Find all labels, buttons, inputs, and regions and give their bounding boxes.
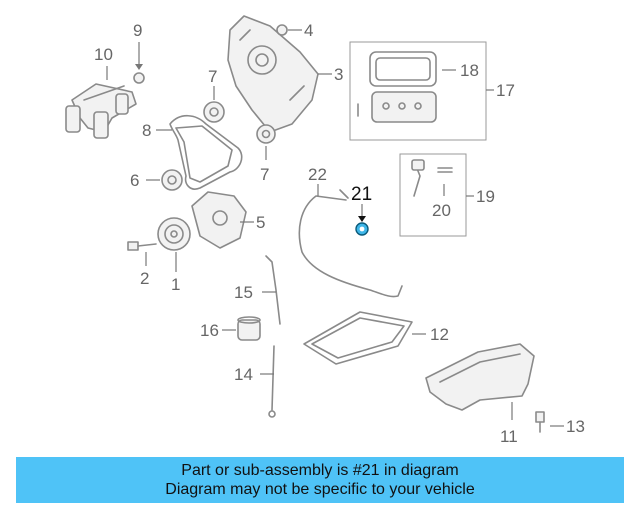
part-2-bolt: [127, 241, 157, 251]
part-4-washer: [276, 24, 288, 36]
part-13-drain-bolt: [535, 411, 545, 433]
part-19-group-frame: [399, 153, 467, 237]
callout-8: 8: [142, 121, 151, 140]
callout-14: 14: [234, 365, 253, 384]
part-20-seal: [437, 167, 453, 173]
part-19-tube: [411, 159, 425, 197]
part-18-gasket: [369, 51, 437, 87]
part-5-lower-cover: [191, 191, 247, 249]
parts-diagram: 10 9 3 4 7 7 8 6: [65, 15, 585, 446]
callout-18: 18: [460, 61, 479, 80]
callout-7-upper: 7: [208, 67, 217, 86]
part-3-timing-cover: [227, 15, 319, 133]
part-21-highlighted-sensor[interactable]: [355, 222, 369, 236]
info-banner: Part or sub-assembly is #21 in diagram D…: [16, 457, 624, 503]
banner-line-2: Diagram may not be specific to your vehi…: [165, 481, 475, 498]
callout-1: 1: [171, 275, 180, 294]
callout-20: 20: [432, 201, 451, 220]
callout-17: 17: [496, 81, 515, 100]
part-1-crank-pulley: [157, 217, 191, 251]
callout-6: 6: [130, 171, 139, 190]
part-valve-cover: [371, 91, 437, 123]
part-10-coil-assembly: [65, 83, 137, 139]
part-11-oil-pan: [425, 343, 535, 411]
callout-9: 9: [133, 21, 142, 40]
callout-3: 3: [334, 65, 343, 84]
callout-4: 4: [304, 21, 313, 40]
callout-12: 12: [430, 325, 449, 344]
part-16-oil-filter: [237, 316, 261, 341]
callout-16: 16: [200, 321, 219, 340]
part-22-harness: [298, 189, 403, 298]
part-14-dipstick: [268, 345, 276, 418]
callout-15: 15: [234, 283, 253, 302]
callout-7-lower: 7: [260, 165, 269, 184]
callout-10: 10: [94, 45, 113, 64]
part-8-timing-belt: [169, 114, 243, 190]
callout-2: 2: [140, 269, 149, 288]
part-6-sprocket: [161, 169, 183, 191]
callout-5: 5: [256, 213, 265, 232]
part-7-pulley-lower: [256, 124, 276, 144]
part-9-plug: [133, 72, 145, 84]
callout-21: 21: [351, 184, 372, 205]
part-17-group-frame: [349, 41, 487, 141]
part-7-idler-upper: [203, 101, 225, 123]
callout-11: 11: [500, 427, 518, 446]
callout-19: 19: [476, 187, 495, 206]
part-12-pan-gasket: [303, 311, 413, 365]
part-15-dipstick-tube: [265, 255, 281, 325]
callout-13: 13: [566, 417, 585, 436]
banner-line-1: Part or sub-assembly is #21 in diagram: [181, 462, 459, 479]
callout-22: 22: [308, 165, 327, 184]
